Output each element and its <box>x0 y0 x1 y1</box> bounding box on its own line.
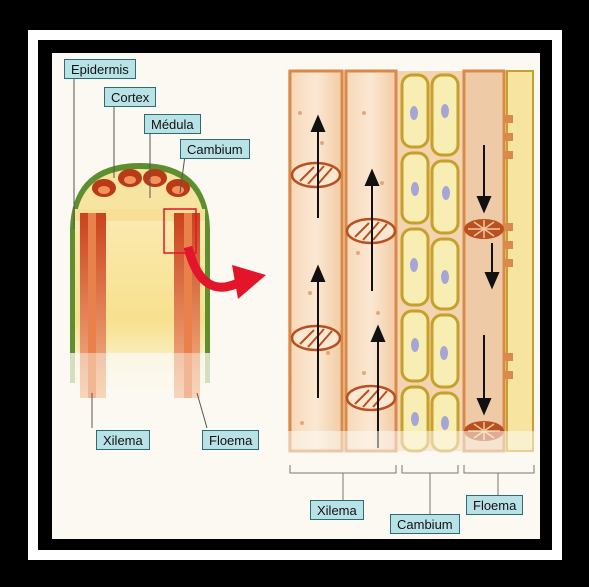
label-xilema-bottom: Xilema <box>310 500 364 520</box>
label-cortex: Cortex <box>104 87 156 107</box>
label-floema-left: Floema <box>202 430 259 450</box>
label-floema-bottom: Floema <box>466 495 523 515</box>
label-medula: Médula <box>144 114 201 134</box>
label-epidermis: Epidermis <box>64 59 136 79</box>
stem-diagram <box>52 53 540 539</box>
label-cambium-bottom: Cambium <box>390 514 460 534</box>
cell-detail <box>288 71 538 515</box>
label-xilema-left: Xilema <box>96 430 150 450</box>
diagram-canvas: Epidermis Cortex Médula Cambium Xilema F… <box>52 53 540 539</box>
label-cambium-top: Cambium <box>180 139 250 159</box>
